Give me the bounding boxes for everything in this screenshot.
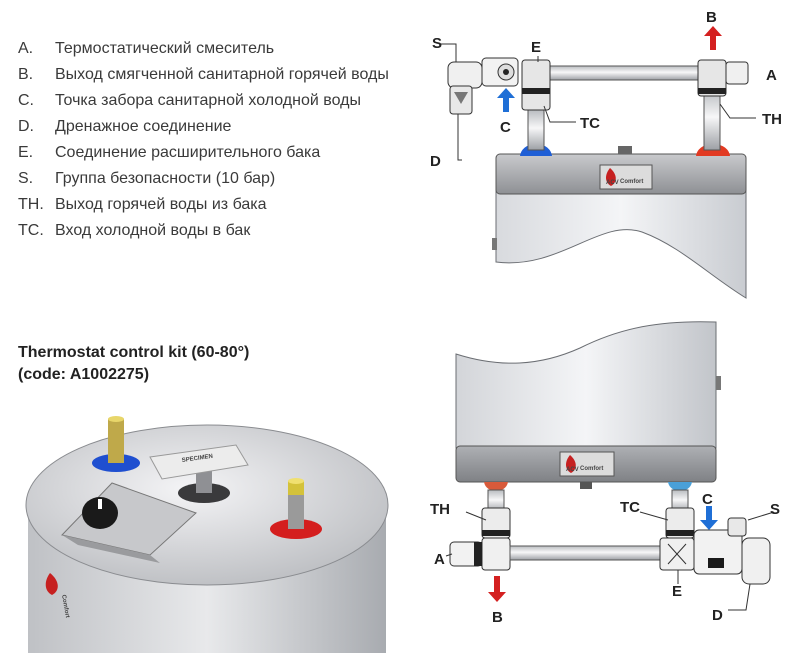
kit-code: (code: A1002275) — [18, 366, 150, 383]
specimen-label: SPECIMEN — [181, 454, 213, 464]
side-bracket — [492, 238, 497, 250]
legend-item-s: S.Группа безопасности (10 бар) — [18, 170, 276, 187]
th-port — [484, 482, 508, 491]
svg-text:S: S — [770, 501, 780, 518]
svg-text:A: A — [434, 551, 445, 568]
legend-item-d: D.Дренажное соединение — [18, 118, 232, 135]
svg-text:D: D — [712, 607, 723, 624]
cold-c-arrow-icon-2 — [700, 506, 718, 530]
outlet-b-arrow-icon — [704, 26, 722, 50]
svg-text:TC: TC — [580, 115, 600, 132]
safety-elbow — [447, 61, 483, 89]
svg-text:B: B — [706, 9, 717, 26]
svg-text:TC: TC — [620, 499, 640, 516]
tc-union — [521, 59, 551, 111]
kit-name: Thermostat control kit (60-80°) — [18, 344, 250, 361]
bottom-pipe — [509, 545, 661, 561]
tc-riser — [527, 109, 545, 151]
svg-text:TH: TH — [762, 111, 782, 128]
mixer-body — [481, 537, 511, 571]
kit-acv-logo-icon — [45, 573, 58, 595]
svg-text:D: D — [430, 153, 441, 170]
kit-tank-illustration: SPECIMEN Comfort — [25, 416, 389, 653]
svg-text:Comfort: Comfort — [620, 179, 643, 185]
svg-text:E: E — [531, 39, 541, 56]
svg-text:C: C — [500, 119, 511, 136]
bottom-diagram: ACV Comfort TH TC C S A B E D — [430, 321, 780, 626]
safety-elbow-2 — [741, 537, 771, 585]
tank-body — [495, 189, 747, 299]
tank2-body — [455, 321, 717, 449]
kit-hot-pipe — [288, 487, 304, 529]
cold-c-arrow-icon — [497, 88, 515, 112]
svg-text:E: E — [672, 583, 682, 600]
kit-title: Thermostat control kit (60-80°) (code: A… — [18, 342, 249, 386]
th-riser — [703, 89, 721, 151]
svg-text:Comfort: Comfort — [60, 594, 70, 618]
top-diagram: ACV Comfort S E B A C TC TH D — [430, 9, 782, 299]
specimen-plate — [149, 444, 249, 480]
svg-text:A: A — [766, 67, 777, 84]
legend-item-tc: TC.Вход холодной воды в бак — [18, 222, 251, 239]
svg-text:Comfort: Comfort — [580, 466, 603, 472]
thermostat-knob-pointer — [98, 499, 102, 509]
svg-text:ACV: ACV — [566, 467, 579, 473]
a-cap — [725, 61, 749, 85]
svg-text:ACV: ACV — [606, 180, 619, 186]
acv-logo-icon — [606, 168, 616, 186]
legend-item-a: A.Термостатический смеситель — [18, 40, 275, 57]
legend-item-th: TH.Выход горячей воды из бака — [18, 196, 267, 213]
svg-text:B: B — [492, 609, 503, 626]
center-knob — [618, 146, 632, 154]
kit-cold-pipe — [108, 419, 124, 463]
svg-text:TH: TH — [430, 501, 450, 518]
top-hot-pipe — [543, 65, 705, 81]
svg-text:S: S — [432, 35, 442, 52]
legend-item-b: B.Выход смягченной санитарной горячей во… — [18, 66, 389, 83]
legend-item-c: C.Точка забора санитарной холодной воды — [18, 92, 361, 109]
thermostat-knob — [82, 497, 118, 529]
legend-item-e: E.Соединение расширительного бака — [18, 144, 321, 161]
tc-port — [668, 482, 692, 491]
legend-list: A.Термостатический смеситель B.Выход смя… — [18, 36, 418, 244]
outlet-b-arrow-icon-2 — [488, 576, 506, 602]
svg-text:C: C — [702, 491, 713, 508]
